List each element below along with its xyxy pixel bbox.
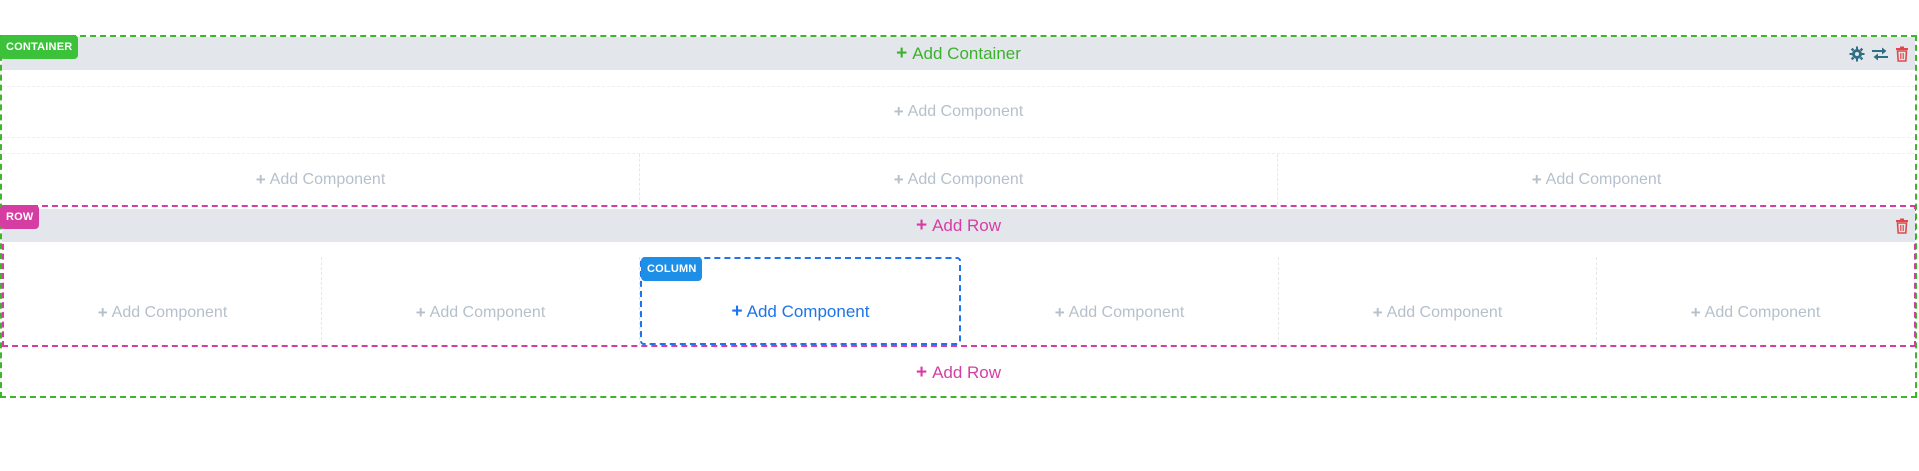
column-badge: COLUMN bbox=[641, 257, 703, 281]
trash-icon[interactable] bbox=[1895, 46, 1909, 62]
plus-icon: + bbox=[893, 102, 904, 121]
column-slot[interactable]: +Add Component bbox=[640, 154, 1278, 205]
add-row-button[interactable]: + Add Row bbox=[2, 349, 1915, 397]
add-container-bar[interactable]: + Add Container bbox=[2, 37, 1915, 70]
column-slot[interactable]: +Add Component bbox=[1597, 257, 1914, 345]
three-column-row: +Add Component +Add Component +Add Compo… bbox=[2, 153, 1915, 205]
gear-icon[interactable] bbox=[1849, 46, 1865, 62]
column-slot[interactable]: +Add Component bbox=[1278, 154, 1915, 205]
plus-icon: + bbox=[415, 303, 426, 322]
add-row-bar[interactable]: + Add Row bbox=[2, 209, 1915, 242]
add-row-label: Add Row bbox=[932, 215, 1002, 235]
add-component-label: Add Component bbox=[1386, 304, 1503, 321]
add-component-label: Add Component bbox=[907, 170, 1024, 188]
plus-icon: + bbox=[915, 214, 928, 236]
plus-icon: + bbox=[97, 303, 108, 322]
plus-icon: + bbox=[915, 362, 928, 383]
column-slot[interactable]: +Add Component bbox=[322, 257, 640, 345]
plus-icon: + bbox=[1531, 169, 1542, 189]
add-component-label: Add Component bbox=[1704, 304, 1821, 321]
add-row-label: Add Row bbox=[932, 363, 1002, 382]
row-outline bbox=[2, 205, 1916, 347]
add-component-label: Add Component bbox=[429, 304, 546, 321]
plus-icon: + bbox=[255, 169, 266, 189]
column-slot[interactable]: +Add Component bbox=[4, 257, 322, 345]
six-column-row: +Add Component +Add Component +Add Compo… bbox=[4, 257, 1914, 345]
plus-icon: + bbox=[1054, 303, 1065, 322]
plus-icon: + bbox=[1690, 303, 1701, 322]
add-component-label: Add Component bbox=[746, 302, 870, 321]
row-badge: ROW bbox=[0, 205, 40, 229]
column-slot[interactable]: +Add Component bbox=[961, 257, 1279, 345]
add-component-label: Add Component bbox=[269, 170, 386, 188]
plus-icon: + bbox=[893, 169, 904, 189]
plus-icon: + bbox=[896, 42, 908, 64]
full-width-component-slot[interactable]: + Add Component bbox=[2, 86, 1915, 138]
add-component-label: Add Component bbox=[907, 103, 1024, 120]
swap-icon[interactable] bbox=[1871, 46, 1889, 62]
plus-icon: + bbox=[731, 301, 743, 322]
trash-icon[interactable] bbox=[1895, 218, 1909, 234]
container-badge: CONTAINER bbox=[0, 35, 79, 59]
column-slot[interactable]: +Add Component bbox=[2, 154, 640, 205]
add-component-label: Add Component bbox=[111, 304, 228, 321]
active-column-slot[interactable]: +Add Component bbox=[640, 257, 961, 345]
plus-icon: + bbox=[1372, 303, 1383, 322]
column-slot[interactable]: +Add Component bbox=[1279, 257, 1597, 345]
add-component-label: Add Component bbox=[1068, 304, 1185, 321]
add-container-label: Add Container bbox=[912, 43, 1021, 63]
add-component-label: Add Component bbox=[1545, 170, 1662, 188]
container-actions bbox=[1849, 37, 1909, 70]
row-actions bbox=[1895, 209, 1909, 242]
